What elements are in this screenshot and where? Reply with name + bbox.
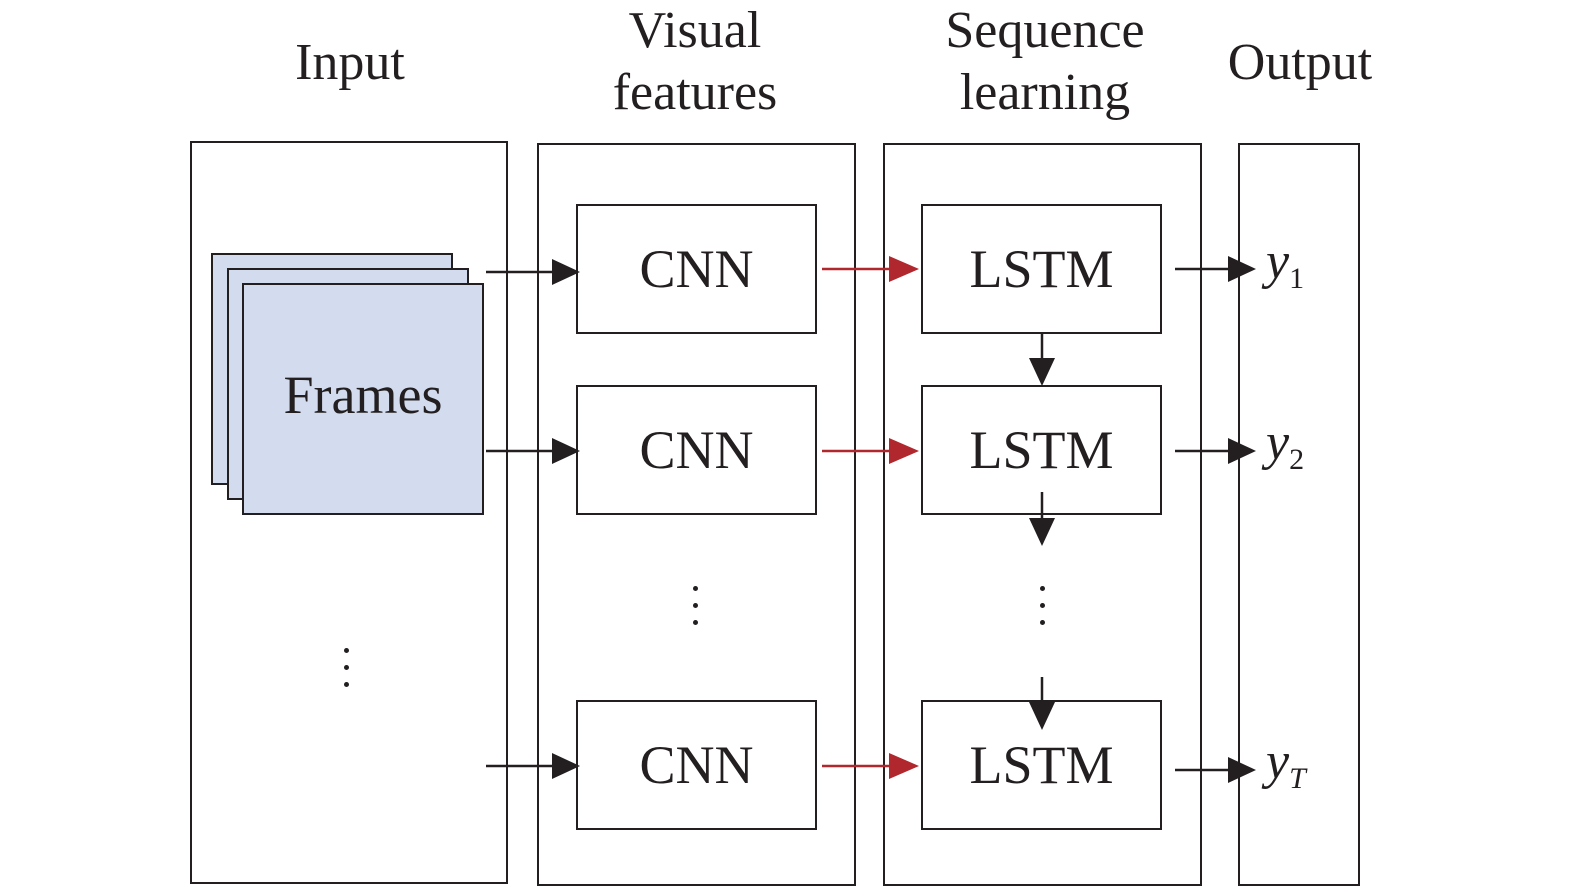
arrow-input-to-cnn-1 [486,259,580,285]
cnn-box-2: CNN [576,385,817,515]
arrow-cnn-to-lstm-1 [822,256,919,282]
output-column-title: Output [1227,34,1373,91]
sequence-learning-column-title: Sequence learning [945,2,1145,121]
arrow-input-to-cnn-t [486,753,580,779]
output-y1: y1 [1266,232,1304,296]
output-panel [1238,143,1360,886]
input-column-title: Input [295,34,405,91]
arrow-lstm1-to-lstm2 [1029,334,1055,386]
output-yT-subscript: T [1289,762,1306,795]
output-yT: yT [1266,732,1306,796]
output-yT-var: y [1266,733,1290,790]
arrow-input-to-cnn-2 [486,438,580,464]
arrow-cnn-to-lstm-t [822,753,919,779]
output-y1-subscript: 1 [1289,262,1305,295]
input-ellipsis [341,648,351,699]
lstm-ellipsis [1037,586,1047,637]
cnn-box-1: CNN [576,204,817,334]
frame-front [242,283,484,515]
arrow-lstm2-to-next [1029,492,1055,546]
arrow-prev-to-lstm-t [1029,677,1055,730]
frames-label: Frames [283,365,443,425]
output-y1-var: y [1266,233,1290,290]
arrow-lstm-to-y1 [1175,256,1256,282]
lstm-box-1: LSTM [921,204,1162,334]
arrow-cnn-to-lstm-2 [822,438,919,464]
visual-features-column-title: Visual features [612,2,778,121]
output-y2-var: y [1266,414,1290,471]
cnn-ellipsis [690,586,700,637]
arrow-lstm-to-yT [1175,757,1256,783]
output-y2: y2 [1266,413,1304,477]
arrow-lstm-to-y2 [1175,438,1256,464]
output-y2-subscript: 2 [1289,443,1305,476]
